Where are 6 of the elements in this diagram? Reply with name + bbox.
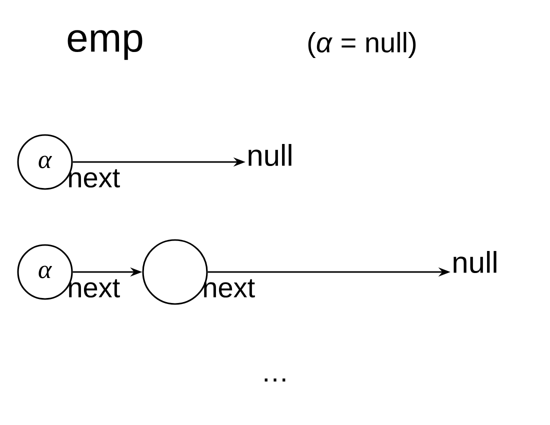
text-label: emp: [68, 30, 142, 60]
null-text: null: [454, 250, 496, 274]
text-label: (α = null): [308, 32, 416, 58]
text-label: …: [264, 378, 286, 382]
edge-label: next: [204, 279, 255, 298]
null-text: null: [248, 144, 292, 166]
